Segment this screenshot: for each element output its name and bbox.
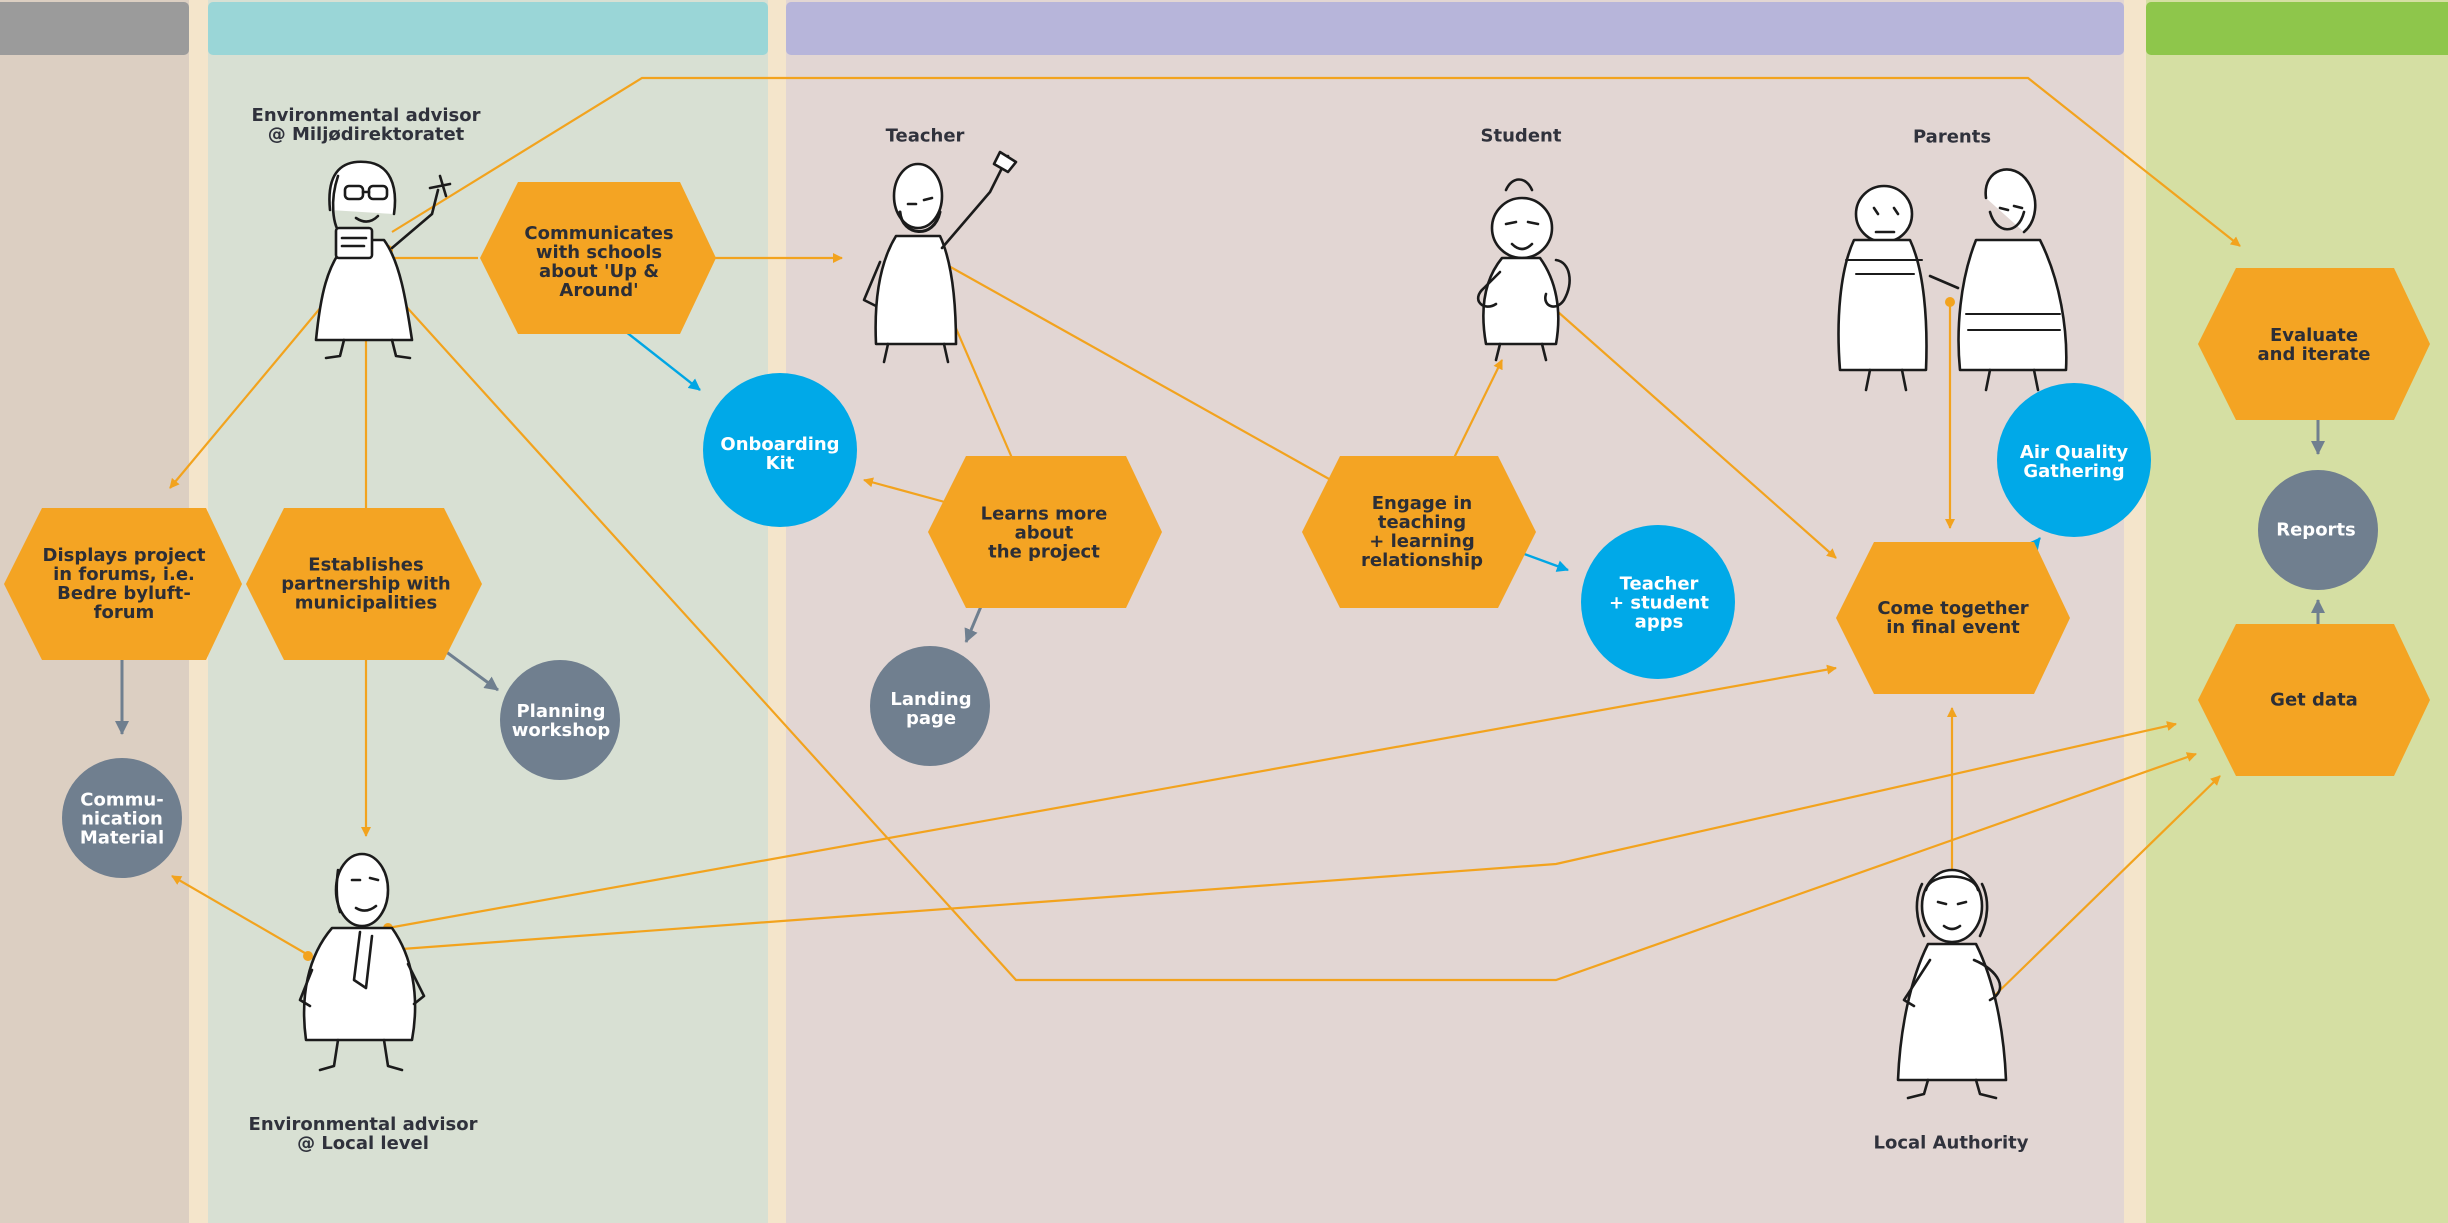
output-planning-workshop: Planning workshop bbox=[511, 701, 611, 741]
output-air-quality: Air Quality Gathering bbox=[2019, 442, 2129, 482]
connector-learns-to-onboarding bbox=[863, 477, 953, 506]
step-learns-more: Learns more about the project bbox=[980, 503, 1108, 563]
step-evaluate: Evaluate and iterate bbox=[2257, 325, 2371, 365]
lane-header-4 bbox=[2146, 2, 2448, 55]
hex-get-data bbox=[2198, 624, 2430, 776]
connector-local-advisor-to-getdata bbox=[387, 721, 2177, 952]
step-come-together: Come together in final event bbox=[1877, 598, 2029, 638]
hex-displays-project bbox=[4, 508, 242, 660]
connector-teacher-to-engage bbox=[937, 259, 1339, 485]
actor-label-env-advisor-national: Environmental advisor @ Miljødirektorate… bbox=[251, 105, 481, 145]
output-onboarding-kit: Onboarding Kit bbox=[720, 434, 840, 474]
step-displays-project: Displays project in forums, i.e. Bedre b… bbox=[42, 545, 206, 623]
connector-advisor-to-getdata bbox=[383, 281, 2197, 982]
hex-communicates bbox=[480, 182, 716, 334]
step-establishes-partnership: Establishes partnership with municipalit… bbox=[281, 554, 451, 614]
circle-teacher-student-apps bbox=[1581, 525, 1735, 679]
figure-env-advisor-local bbox=[298, 852, 426, 1072]
actor-label-parents: Parents bbox=[1912, 126, 1992, 148]
step-get-data: Get data bbox=[2270, 689, 2358, 711]
output-reports: Reports bbox=[2276, 519, 2356, 541]
figure-student bbox=[1476, 178, 1571, 362]
arrow-learns-to-landing bbox=[964, 603, 984, 643]
connector-local-advisor-to-come-together bbox=[387, 664, 1837, 930]
output-communication-material: Commu- nication Material bbox=[79, 789, 165, 849]
actor-label-local-authority: Local Authority bbox=[1873, 1132, 2029, 1154]
output-landing-page: Landing page bbox=[890, 689, 972, 729]
circle-onboarding-kit bbox=[703, 373, 857, 527]
circle-air-quality bbox=[1997, 383, 2151, 537]
connector-authority-to-getdata bbox=[1989, 775, 2221, 1001]
circle-planning-workshop bbox=[500, 660, 620, 780]
lane-header-1 bbox=[0, 2, 189, 55]
circle-landing-page bbox=[870, 646, 990, 766]
figure-teacher bbox=[862, 150, 1018, 364]
connector-local-advisor-to-communication bbox=[171, 875, 311, 957]
hex-establishes-partnership bbox=[246, 508, 482, 660]
connector-engage-to-student bbox=[1453, 359, 1503, 459]
step-engage: Engage in teaching + learning relationsh… bbox=[1361, 493, 1483, 571]
circle-communication-material bbox=[62, 758, 182, 878]
lane-header-2 bbox=[208, 2, 768, 55]
figure-local-authority bbox=[1896, 868, 2008, 1100]
hex-engage bbox=[1302, 456, 1536, 608]
step-shapes bbox=[4, 182, 2430, 776]
figure-parents bbox=[1837, 168, 2068, 392]
connector-dots bbox=[303, 245, 1993, 1007]
lane-outcomes bbox=[2146, 0, 2448, 1223]
hex-come-together bbox=[1836, 542, 2070, 694]
hex-learns-more bbox=[928, 456, 1162, 608]
actor-label-env-advisor-local: Environmental advisor @ Local level bbox=[248, 1114, 478, 1154]
arrow-communicates-to-onboarding bbox=[615, 323, 701, 391]
actor-label-student: Student bbox=[1480, 125, 1562, 147]
lane-header-3 bbox=[786, 2, 2124, 55]
connector-advisor-to-displays bbox=[169, 281, 343, 489]
step-communicates: Communicates with schools about 'Up & Ar… bbox=[524, 223, 674, 301]
connector-student-to-come-together bbox=[1539, 295, 1837, 559]
connector-lines bbox=[169, 76, 2241, 1001]
connector-advisor-to-evaluate bbox=[391, 76, 2241, 247]
output-teacher-student-apps: Teacher + student apps bbox=[1609, 573, 1709, 633]
figure-env-advisor-national bbox=[314, 160, 452, 360]
hex-evaluate bbox=[2198, 268, 2430, 420]
actor-label-teacher: Teacher bbox=[885, 125, 965, 147]
circle-reports bbox=[2258, 470, 2378, 590]
